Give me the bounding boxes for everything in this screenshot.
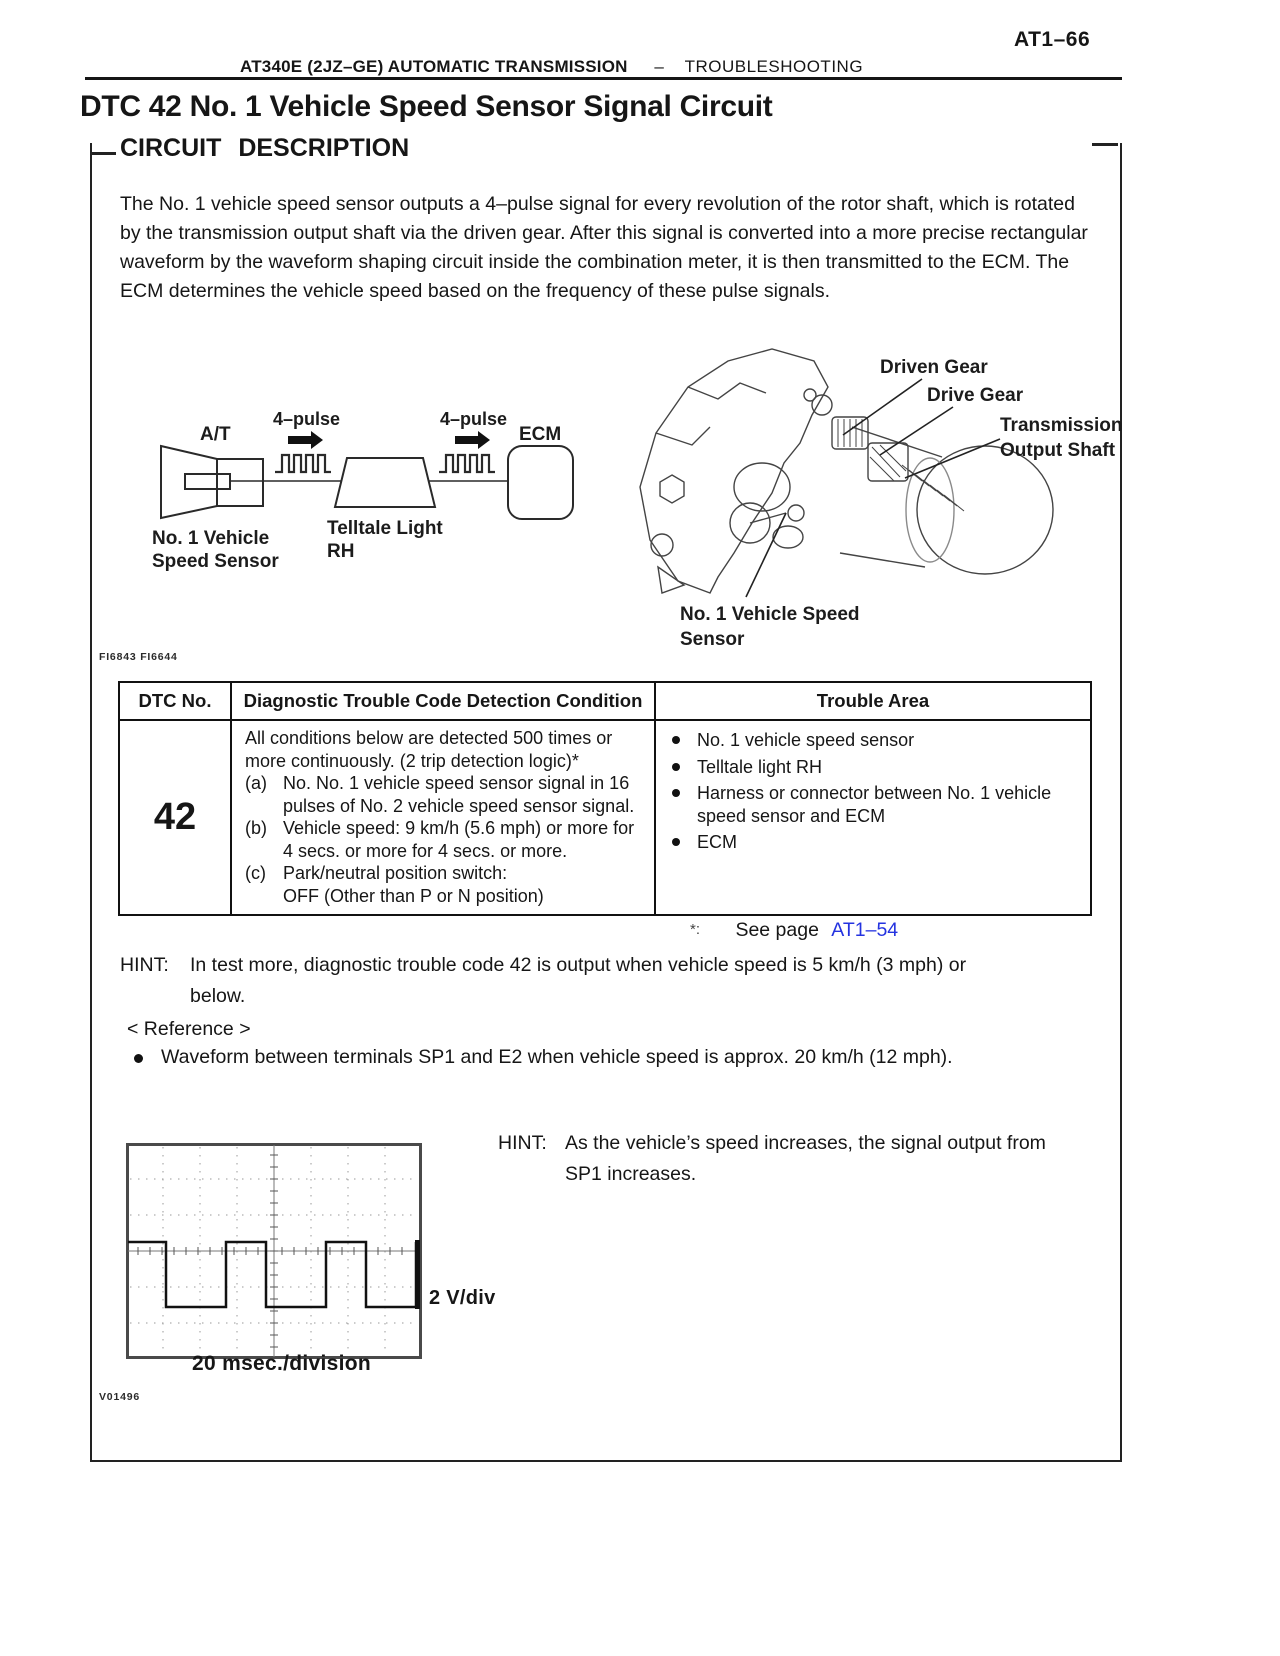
content-box-border [90,143,1122,1462]
ecm-label: ECM [519,424,561,445]
dtc-number-cell: 42 [118,719,232,916]
transmission-illustration: Driven Gear Drive Gear Transmission Outp… [639,348,1123,650]
bolt-hexagon [659,474,685,504]
header-section-label: TROUBLESHOOTING [684,57,864,76]
transmission-housing [639,348,829,594]
arrow-right-icon [288,431,323,449]
hint-label: HINT: [120,954,169,976]
col-header-condition: Diagnostic Trouble Code Detection Condit… [230,681,656,721]
trouble-area-item: ECM [668,831,1082,854]
hint-speed: HINT: As the vehicle’s speed increases, … [498,1128,1118,1190]
pulse-waveform-left [275,453,331,474]
box-top-tick-right [1092,143,1118,146]
section-heading: CIRCUIT DESCRIPTION [120,134,424,163]
box-top-tick-left [90,152,116,155]
telltale-light-shape [333,457,437,508]
figure-code: V01496 [99,1391,141,1403]
col-header-dtc-no: DTC No. [118,681,232,721]
pulse-waveform-right [439,453,495,474]
trouble-area-item: Telltale light RH [668,756,1082,779]
at-label: A/T [200,424,231,445]
hint-text: As the vehicle’s speed increases, the si… [565,1132,1046,1185]
spline-hatching [901,464,965,512]
header-rule [85,77,1122,80]
trouble-area-item: Harness or connector between No. 1 vehic… [668,782,1082,827]
driven-gear-shape [831,416,869,450]
pulse-left-label: 4–pulse [273,409,340,429]
figure-code: FI6843 FI6644 [99,651,178,663]
square-wave-trace [128,1240,418,1309]
ecm-box [507,445,574,520]
volts-per-div-label: 2 V/div [429,1287,496,1309]
leader-output-shaft [904,438,1001,479]
reference-heading: < Reference > [127,1018,251,1040]
speed-sensor-body [733,462,791,512]
condition-item-b: (b) Vehicle speed: 9 km/h (5.6 mph) or m… [245,818,635,861]
leader-speed-sensor [745,512,787,598]
oscilloscope-figure [126,1143,422,1359]
page-number: AT1–66 [1014,28,1091,51]
table-row: 42 All conditions below are detected 500… [118,719,1092,916]
sensor-label-line2: Sensor [680,629,745,650]
document-header: AT340E (2JZ–GE) AUTOMATIC TRANSMISSION –… [240,57,863,77]
bullet-icon [672,762,680,771]
output-shaft-label-line2: Output Shaft [1000,440,1116,461]
bullet-icon [672,838,680,846]
drive-gear-shape [867,442,909,482]
hint-label: HINT: [498,1132,547,1154]
driven-gear-label: Driven Gear [880,357,988,378]
reference-bullet-item: Waveform between terminals SP1 and E2 wh… [128,1046,1058,1069]
sensor-inner-box [184,473,231,490]
telltale-label-line2: RH [327,541,354,562]
hint-test-mode: HINT: In test more, diagnostic trouble c… [120,950,1020,1012]
leader-drive-gear [879,406,954,456]
col-header-trouble-area: Trouble Area [654,681,1092,721]
pulse-right-label: 4–pulse [440,409,507,429]
see-page-link[interactable]: AT1–54 [831,919,899,941]
signal-block-diagram: A/T 4–pulse 4–pulse ECM Telltale Light R… [152,409,574,572]
bullet-icon [672,789,680,797]
arrow-right-icon [455,431,490,449]
time-per-div-label: 20 msec./division [192,1352,372,1375]
sensor-label-line1: No. 1 Vehicle [152,528,269,549]
drive-gear-label: Drive Gear [927,385,1024,406]
page-title: DTC 42 No. 1 Vehicle Speed Sensor Signal… [80,90,773,123]
scope-axis-ticks [137,1154,403,1348]
footnote: *: See page AT1–54 [690,919,898,942]
telltale-label-line1: Telltale Light [327,518,443,539]
trouble-area-item: No. 1 vehicle speed sensor [668,729,1082,752]
dtc-table: DTC No. Diagnostic Trouble Code Detectio… [118,681,1092,916]
header-separator: – [654,57,664,76]
trouble-area-cell: No. 1 vehicle speed sensor Telltale ligh… [654,719,1092,916]
condition-item-a: (a) No. No. 1 vehicle speed sensor signa… [245,773,635,816]
bullet-icon [134,1054,143,1063]
doc-title: AT340E (2JZ–GE) AUTOMATIC TRANSMISSION [240,57,628,76]
table-header-row: DTC No. Diagnostic Trouble Code Detectio… [118,681,1092,721]
detection-condition-cell: All conditions below are detected 500 ti… [230,719,656,916]
footnote-text: See page [735,919,819,941]
output-shaft-label-line1: Transmission [1000,415,1123,436]
footnote-marker: *: [690,921,701,938]
leader-driven-gear [842,378,923,436]
condition-item-c: (c) Park/neutral position switch: OFF (O… [245,863,544,906]
sensor-label-line2: Speed Sensor [152,551,279,572]
reference-text: Waveform between terminals SP1 and E2 wh… [161,1046,953,1068]
hint-text: In test more, diagnostic trouble code 42… [190,954,967,1007]
speed-sensor-shape [160,444,264,520]
bullet-icon [672,736,680,744]
condition-intro: All conditions below are detected 500 ti… [245,728,613,771]
description-paragraph: The No. 1 vehicle speed sensor outputs a… [120,193,1088,302]
sensor-label-line1: No. 1 Vehicle Speed [680,604,860,625]
